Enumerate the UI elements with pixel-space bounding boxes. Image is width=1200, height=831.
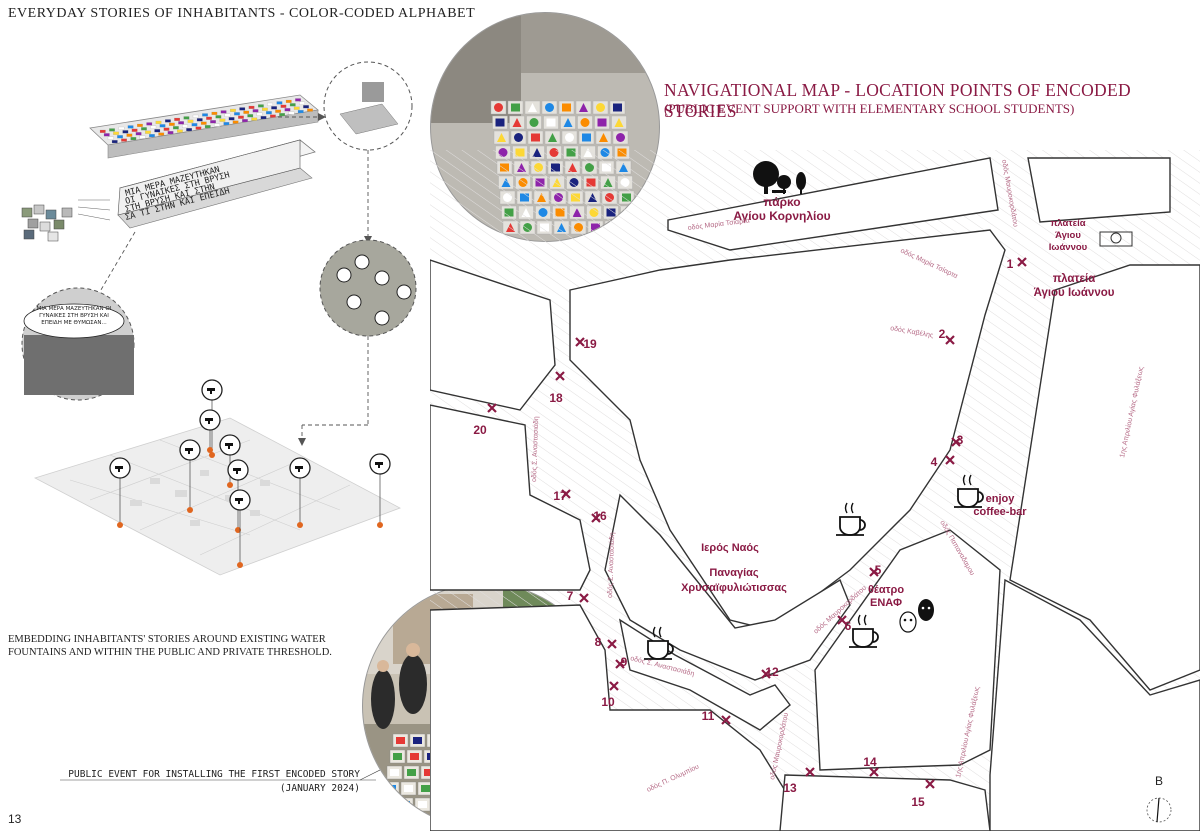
left-title: EVERYDAY STORIES OF INHABITANTS - COLOR-… — [8, 6, 476, 21]
location-point: 20 — [473, 403, 497, 437]
location-point: 15 — [911, 779, 935, 809]
location-point-number: 11 — [702, 709, 715, 723]
fountain-pin — [369, 453, 391, 528]
location-point: 8 — [595, 635, 617, 649]
embedding-caption: EMBEDDING INHABITANTS' STORIES AROUND EX… — [8, 634, 332, 658]
location-point-number: 5 — [875, 563, 882, 577]
event-date: (JANUARY 2024) — [279, 783, 360, 794]
isometric-neighbourhood — [33, 379, 401, 576]
coffee-cup-icon — [836, 502, 866, 536]
location-point: 19 — [575, 337, 597, 351]
street-anastasiadi-2: οδός Σ. Αναστασιάδη — [606, 532, 616, 598]
fountain-pin — [179, 439, 201, 513]
location-point-number: 7 — [567, 589, 574, 603]
city-blocks — [430, 157, 1200, 831]
location-point: 5 — [869, 563, 882, 577]
cafe-label-line2: coffee-bar — [973, 506, 1027, 518]
location-point: 2 — [939, 327, 955, 345]
church-label-line2: Παναγίας — [709, 567, 759, 579]
map-title: NAVIGATIONAL MAP - LOCATION POINTS OF EN… — [664, 80, 1131, 121]
location-point: 10 — [601, 681, 619, 709]
location-point-number: 15 — [911, 795, 925, 809]
location-point: 13 — [783, 767, 815, 795]
location-point-number: 8 — [595, 635, 602, 649]
square-label-line2: Άγιου Ιωάννου — [1034, 287, 1115, 299]
fountain-model-circle — [323, 61, 413, 151]
theatre-masks-icon — [899, 599, 934, 633]
location-point: 4 — [931, 455, 955, 469]
map-subtitle: (PUBLIC EVENT SUPPORT WITH ELEMENTARY SC… — [664, 101, 1075, 116]
location-point-number: 12 — [765, 665, 779, 679]
location-point-number: 17 — [553, 489, 567, 503]
color-tile-slab — [89, 94, 319, 159]
square-label-line1: πλατεία — [1053, 273, 1096, 285]
location-point: 11 — [702, 709, 731, 725]
church-label-line3: Χρυσαϊφυλιώτισσας — [681, 582, 787, 594]
letter-tile-slab: ΜΙΑ ΜΕΡΑ ΜΑΖΕΥΤΗΚΑΝ ΟΙ ΓΥΝΑΙΚΕΣ ΣΤΗ ΒΡΥΣ… — [117, 139, 316, 229]
location-point: 18 — [549, 371, 565, 405]
location-point-number: 14 — [863, 755, 877, 769]
location-point: 16 — [591, 509, 607, 523]
fountain-pin — [219, 434, 241, 488]
location-point-number: 4 — [931, 455, 938, 469]
location-point-number: 18 — [549, 391, 563, 405]
location-point-number: 13 — [783, 781, 797, 795]
coffee-cup-icon — [954, 474, 984, 508]
church-label-line1: Ιερός Ναός — [701, 542, 759, 554]
north-arrow: B — [1146, 774, 1172, 823]
fountain-pin — [109, 457, 131, 528]
process-diagram: ΜΙΑ ΜΕΡΑ ΜΑΖΕΥΤΗΚΑΝ ΟΙ ΓΥΝΑΙΚΕΣ ΣΤΗ ΒΡΥΣ… — [21, 61, 417, 781]
event-caption: PUBLIC EVENT FOR INSTALLING THE FIRST EN… — [68, 769, 360, 780]
fountain-pin — [289, 457, 311, 528]
street-anastasiadi-1: οδός Σ. Αναστασιάδη — [530, 416, 540, 482]
location-point-number: 1 — [1007, 257, 1014, 271]
fountain-pin — [227, 459, 249, 533]
location-point: 3 — [951, 433, 964, 447]
theatre-label-line2: ΕΝΑΦ — [870, 597, 902, 609]
square-top-label-line2: Άγιου — [1055, 230, 1081, 241]
square-top-label-line3: Ιωάννου — [1049, 242, 1088, 253]
fountain-pin — [199, 409, 221, 453]
coffee-cup-icon — [644, 626, 674, 660]
location-point-number: 10 — [601, 695, 615, 709]
fountain-pin — [229, 489, 251, 568]
aerial-fountains-circle — [319, 239, 417, 337]
location-point: 12 — [761, 665, 779, 679]
location-point: 7 — [567, 589, 589, 603]
north-label: B — [1155, 774, 1163, 788]
location-point-number: 6 — [845, 619, 852, 633]
location-point-number: 9 — [621, 655, 628, 669]
location-point-number: 16 — [593, 509, 607, 523]
diagram-connectors — [94, 116, 369, 440]
cafe-label-line1: enjoy — [986, 493, 1016, 505]
location-point-number: 2 — [939, 327, 946, 341]
park-label-line2: Αγίου Κορνηλίου — [733, 209, 830, 223]
location-point-number: 19 — [583, 337, 597, 351]
location-point: 17 — [553, 489, 571, 503]
inhabitants-circle: ΜΙΑ ΜΕΡΑ ΜΑΖΕΥΤΗΚΑΝ ΟΙ ΓΥΝΑΙΚΕΣ ΣΤΗ ΒΡΥΣ… — [21, 287, 135, 401]
coffee-cup-icon — [849, 614, 879, 648]
page-number: 13 — [8, 812, 22, 826]
location-point: 14 — [863, 755, 879, 777]
theatre-label-line1: θέατρο — [868, 584, 904, 596]
location-point-number: 20 — [473, 423, 487, 437]
location-point: 1 — [1007, 257, 1027, 271]
square-top-label-line1: πλατεία — [1050, 218, 1085, 229]
church-outline-icon — [1099, 231, 1133, 247]
speech-bubble-text: ΜΙΑ ΜΕΡΑ ΜΑΖΕΥΤΗΚΑΝ ΟΙ ΓΥΝΑΙΚΕΣ ΣΤΗ ΒΡΥΣ… — [36, 306, 112, 326]
location-point: 6 — [837, 615, 852, 633]
park-label-line1: πάρκο — [763, 195, 800, 209]
fountain-pin — [201, 379, 223, 458]
loose-cubes — [21, 199, 111, 242]
location-point: 9 — [615, 655, 628, 669]
park-trees-icon — [753, 161, 806, 194]
location-point-number: 3 — [957, 433, 964, 447]
navigational-map: πάρκο Αγίου Κορνηλίου πλατεία Άγιου Ιωάν… — [430, 150, 1200, 831]
